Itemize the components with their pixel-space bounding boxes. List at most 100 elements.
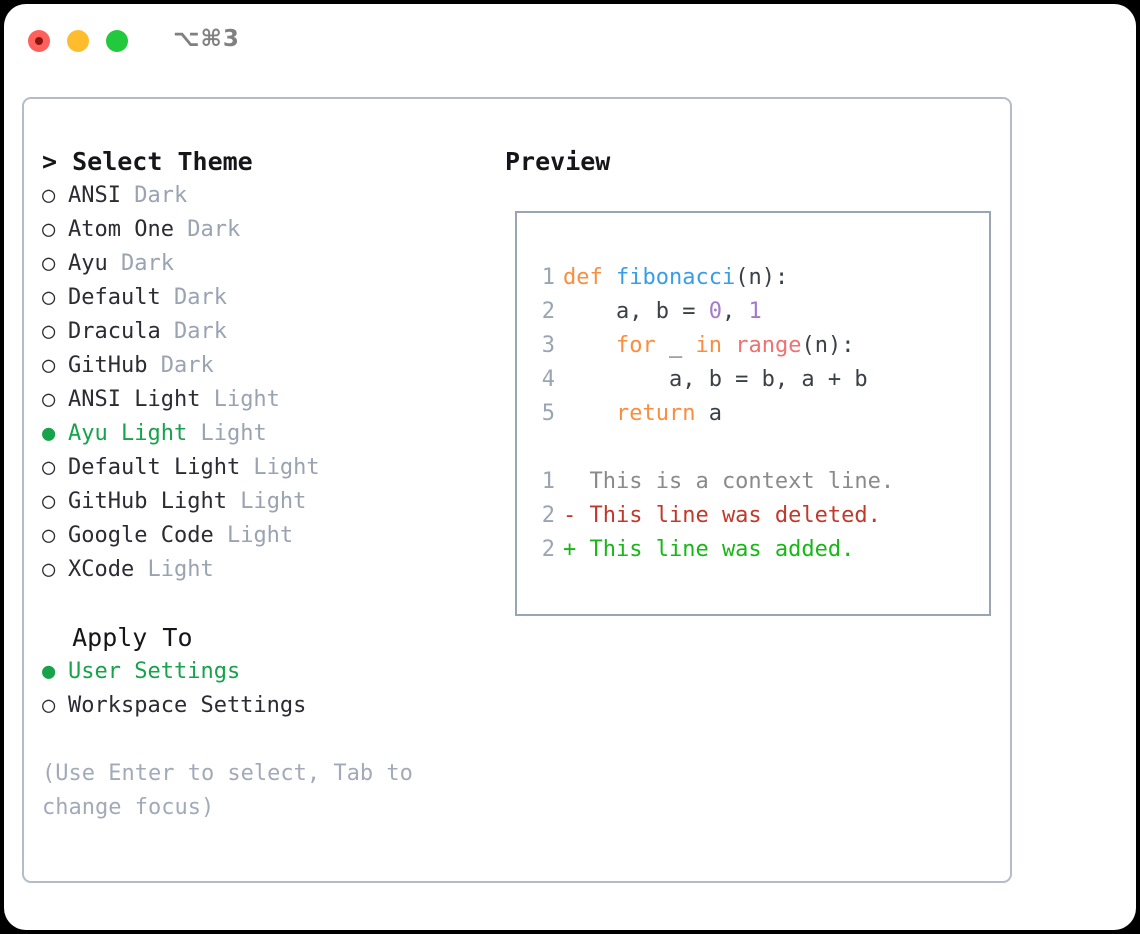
apply-option-user-settings[interactable]: ● User Settings bbox=[42, 655, 472, 689]
close-icon bbox=[35, 37, 43, 45]
code-line: 4 a, b = b, a + b bbox=[533, 363, 894, 397]
option-badge: Dark bbox=[147, 353, 214, 378]
theme-option-ansi[interactable]: ○ ANSI Dark bbox=[42, 179, 472, 213]
code-blank-line bbox=[533, 431, 894, 465]
diff-line-ctx: 1 This is a context line. bbox=[533, 465, 894, 499]
radio-unselected-icon: ○ bbox=[42, 387, 56, 412]
option-label: Default Light bbox=[68, 455, 241, 480]
theme-option-google-code[interactable]: ○ Google Code Light bbox=[42, 519, 472, 553]
option-label: GitHub Light bbox=[68, 489, 227, 514]
apply-to-heading: Apply To bbox=[42, 623, 193, 652]
code-token bbox=[722, 333, 735, 358]
code-token: a, b = bbox=[563, 299, 709, 324]
option-label: Google Code bbox=[68, 523, 214, 548]
option-label: Default bbox=[68, 285, 161, 310]
line-number: 3 bbox=[541, 333, 555, 358]
line-number: 5 bbox=[541, 401, 555, 426]
code-token: return bbox=[615, 401, 696, 426]
option-label: Atom One bbox=[68, 217, 174, 242]
code-token: (n): bbox=[801, 333, 855, 358]
code-token: 1 bbox=[748, 299, 762, 324]
code-token: 0 bbox=[708, 299, 722, 324]
window-close-button[interactable] bbox=[28, 30, 50, 52]
window-maximize-button[interactable] bbox=[106, 30, 128, 52]
code-token: _ bbox=[655, 333, 696, 358]
diff-text: + This line was added. bbox=[563, 537, 855, 562]
diff-text: - This line was deleted. bbox=[563, 503, 881, 528]
line-number: 2 bbox=[541, 299, 555, 324]
theme-option-ayu[interactable]: ○Ayu Dark bbox=[42, 247, 472, 281]
code-token bbox=[563, 401, 616, 426]
radio-unselected-icon: ○ bbox=[42, 183, 56, 208]
code-token: fibonacci bbox=[615, 265, 736, 290]
code-token: for bbox=[615, 333, 656, 358]
app-window: ⌥⌘3 > Select Theme ○ ANSI Dark ○ Atom One D… bbox=[4, 4, 1136, 930]
radio-unselected-icon: ○ bbox=[42, 217, 56, 242]
option-badge: Dark bbox=[107, 251, 174, 276]
option-label: User Settings bbox=[68, 659, 241, 684]
theme-option-default[interactable]: ○Default Dark bbox=[42, 281, 472, 315]
radio-selected-icon: ● bbox=[42, 659, 56, 684]
diff-text: This is a context line. bbox=[563, 469, 895, 494]
theme-option-ayu-light[interactable]: ●Ayu Light Light bbox=[42, 417, 472, 451]
option-label: GitHub bbox=[68, 353, 148, 378]
theme-option-atom-one[interactable]: ○ Atom One Dark bbox=[42, 213, 472, 247]
option-badge: Light bbox=[187, 421, 267, 446]
option-label: ANSI Light bbox=[68, 387, 201, 412]
diff-line-add: 2 + This line was added. bbox=[533, 533, 894, 567]
radio-unselected-icon: ○ bbox=[42, 319, 56, 344]
option-label: Ayu Light bbox=[68, 421, 188, 446]
code-token: (n): bbox=[735, 265, 789, 290]
radio-unselected-icon: ○ bbox=[42, 557, 56, 582]
hint-spacer bbox=[42, 723, 472, 757]
theme-option-default-light[interactable]: ○ Default Light Light bbox=[42, 451, 472, 485]
option-label: XCode bbox=[68, 557, 135, 582]
option-badge: Dark bbox=[120, 183, 188, 208]
option-label: Dracula bbox=[68, 319, 161, 344]
option-badge: Light bbox=[240, 455, 320, 480]
diff-line-del: 2 - This line was deleted. bbox=[533, 499, 894, 533]
select-theme-heading: > Select Theme bbox=[42, 147, 253, 176]
option-label: ANSI bbox=[68, 183, 121, 208]
code-token: a, b = b, a + b bbox=[563, 367, 868, 392]
theme-option-github[interactable]: ○ GitHub Dark bbox=[42, 349, 472, 383]
apply-option-workspace-settings[interactable]: ○ Workspace Settings bbox=[42, 689, 472, 723]
keyboard-shortcut-label: ⌥⌘3 bbox=[173, 26, 240, 52]
option-badge: Light bbox=[200, 387, 280, 412]
option-badge: Light bbox=[226, 489, 307, 514]
option-badge: Light bbox=[213, 523, 294, 548]
keyboard-hint-text: (Use Enter to select, Tab to change focu… bbox=[42, 761, 427, 820]
code-line: 5 return a bbox=[533, 397, 894, 431]
theme-option-ansi-light[interactable]: ○ ANSI Light Light bbox=[42, 383, 472, 417]
line-number: 1 bbox=[541, 265, 555, 290]
line-number: 2 bbox=[541, 537, 555, 562]
line-number: 1 bbox=[541, 469, 555, 494]
radio-unselected-icon: ○ bbox=[42, 353, 56, 378]
line-number: 2 bbox=[541, 503, 555, 528]
code-line: 3 for _ in range(n): bbox=[533, 329, 894, 363]
theme-option-xcode[interactable]: ○ XCode Light bbox=[42, 553, 472, 587]
radio-unselected-icon: ○ bbox=[42, 523, 56, 548]
apply-to-list[interactable]: ● User Settings ○ Workspace Settings bbox=[42, 655, 472, 723]
main-panel: > Select Theme ○ANSI Dark○Atom One Dark○… bbox=[22, 97, 1012, 883]
option-label: Workspace Settings bbox=[68, 693, 307, 718]
code-token: a bbox=[695, 401, 722, 426]
code-token: range bbox=[735, 333, 802, 358]
option-badge: Light bbox=[134, 557, 214, 582]
theme-list[interactable]: ○ANSI Dark○Atom One Dark○Ayu Dark○Defaul… bbox=[42, 179, 472, 587]
option-badge: Dark bbox=[173, 217, 241, 242]
option-badge: Dark bbox=[160, 319, 227, 344]
radio-unselected-icon: ○ bbox=[42, 455, 56, 480]
theme-option-dracula[interactable]: ○ Dracula Dark bbox=[42, 315, 472, 349]
code-token bbox=[563, 333, 616, 358]
radio-unselected-icon: ○ bbox=[42, 251, 56, 276]
theme-selection-column: > Select Theme ○ANSI Dark○Atom One Dark○… bbox=[42, 145, 472, 825]
radio-unselected-icon: ○ bbox=[42, 693, 56, 718]
code-token: in bbox=[695, 333, 722, 358]
window-minimize-button[interactable] bbox=[67, 30, 89, 52]
theme-option-github-light[interactable]: ○GitHub Light Light bbox=[42, 485, 472, 519]
line-number: 4 bbox=[541, 367, 555, 392]
